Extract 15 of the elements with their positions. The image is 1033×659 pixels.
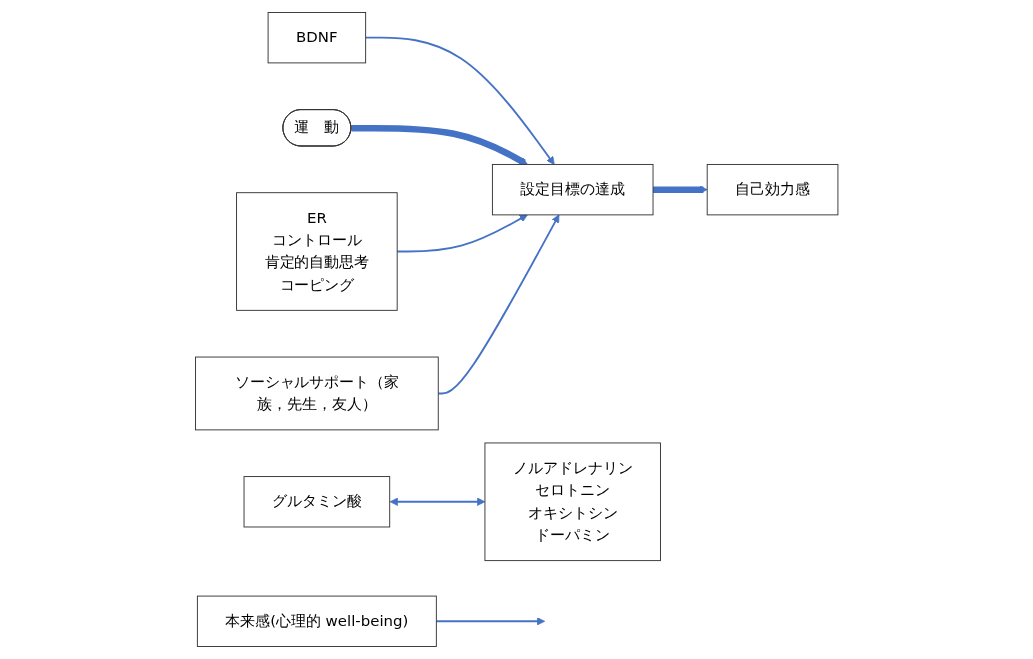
arrow: [396, 214, 528, 253]
arrow: [389, 497, 486, 506]
node-box: 設定目標の達成: [491, 163, 654, 216]
arrow: [652, 185, 708, 194]
node-box: 本来感(心理的 well-being): [196, 595, 437, 647]
node-box: BDNF: [267, 12, 366, 64]
node-box: ノルアドレナリン セロトニン オキシトシン ドーパミン: [484, 442, 661, 562]
arrow: [435, 617, 545, 626]
node-box: グルタミン酸: [243, 476, 390, 528]
arrow: [364, 36, 555, 165]
arrow: [437, 214, 560, 395]
node-box: 自己効力感: [706, 163, 839, 216]
node-box: ER コントロール 肯定的自動思考 コーピング: [235, 192, 398, 311]
arrow: [351, 124, 528, 166]
node-box: ソーシャルサポート（家族，先生，友人）: [194, 356, 439, 431]
